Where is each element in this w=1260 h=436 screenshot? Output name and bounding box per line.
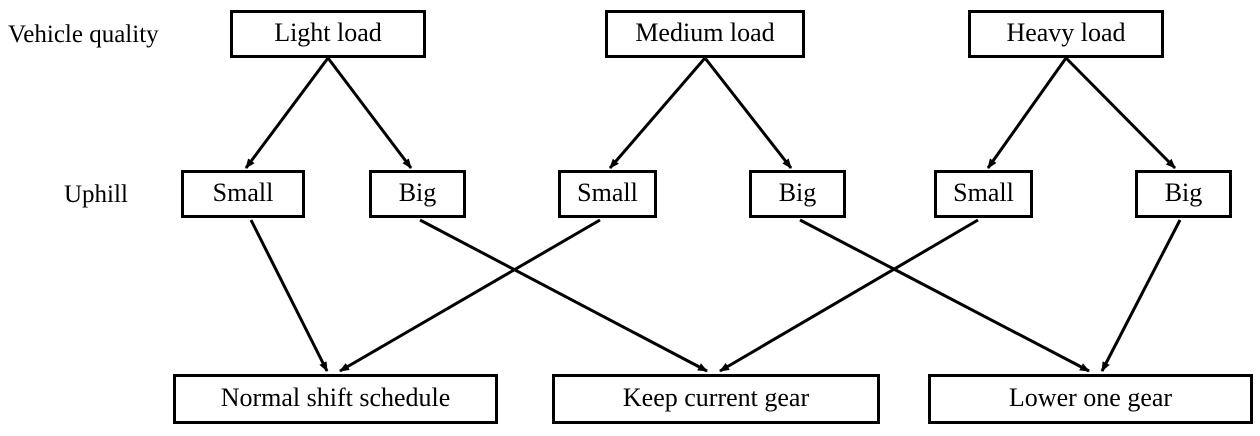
edge-light-load-to-big-1 [326,57,413,169]
node-keep-current-gear[interactable]: Keep current gear [552,374,880,424]
node-medium-load[interactable]: Medium load [605,10,805,58]
node-label-big-2: Big [778,178,817,207]
edge-medium-load-to-small-2 [608,57,707,169]
row-vehicle-quality: Vehicle quality [8,21,159,48]
node-normal-shift-schedule[interactable]: Normal shift schedule [173,374,498,424]
edge-big-2-to-lower-one-gear [799,218,1090,373]
node-label-heavy-load: Heavy load [1006,18,1126,47]
row-uphill: Uphill [64,181,128,208]
edge-small-2-to-normal-shift-schedule [339,218,601,373]
edge-big-3-to-lower-one-gear [1100,219,1182,372]
node-label-medium-load: Medium load [635,18,775,47]
edge-light-load-to-small-1 [244,57,330,169]
node-small-1[interactable]: Small [181,170,305,218]
node-lower-one-gear[interactable]: Lower one gear [928,374,1253,424]
node-label-normal-shift-schedule: Normal shift schedule [220,383,451,412]
node-label-keep-current-gear: Keep current gear [622,383,810,412]
node-label-big-1: Big [398,178,437,207]
node-label-small-2: Small [577,178,638,207]
edge-heavy-load-to-big-3 [1064,56,1177,170]
node-light-load[interactable]: Light load [230,10,426,58]
node-small-2[interactable]: Small [558,170,657,218]
node-heavy-load[interactable]: Heavy load [968,10,1164,58]
edges-group [244,56,1182,373]
edge-small-1-to-normal-shift-schedule [249,219,329,372]
edge-big-1-to-keep-current-gear [419,218,708,373]
node-label-small-1: Small [212,178,274,207]
edge-heavy-load-to-small-3 [986,57,1068,169]
edge-medium-load-to-big-2 [703,57,793,169]
node-label-small-3: Small [953,178,1014,207]
node-big-3[interactable]: Big [1135,170,1232,218]
node-label-big-3: Big [1164,178,1203,207]
node-label-light-load: Light load [274,18,382,47]
node-big-2[interactable]: Big [749,170,846,218]
edge-small-3-to-keep-current-gear [719,218,979,373]
node-small-3[interactable]: Small [934,170,1033,218]
node-big-1[interactable]: Big [369,170,466,218]
node-label-lower-one-gear: Lower one gear [1008,383,1173,412]
